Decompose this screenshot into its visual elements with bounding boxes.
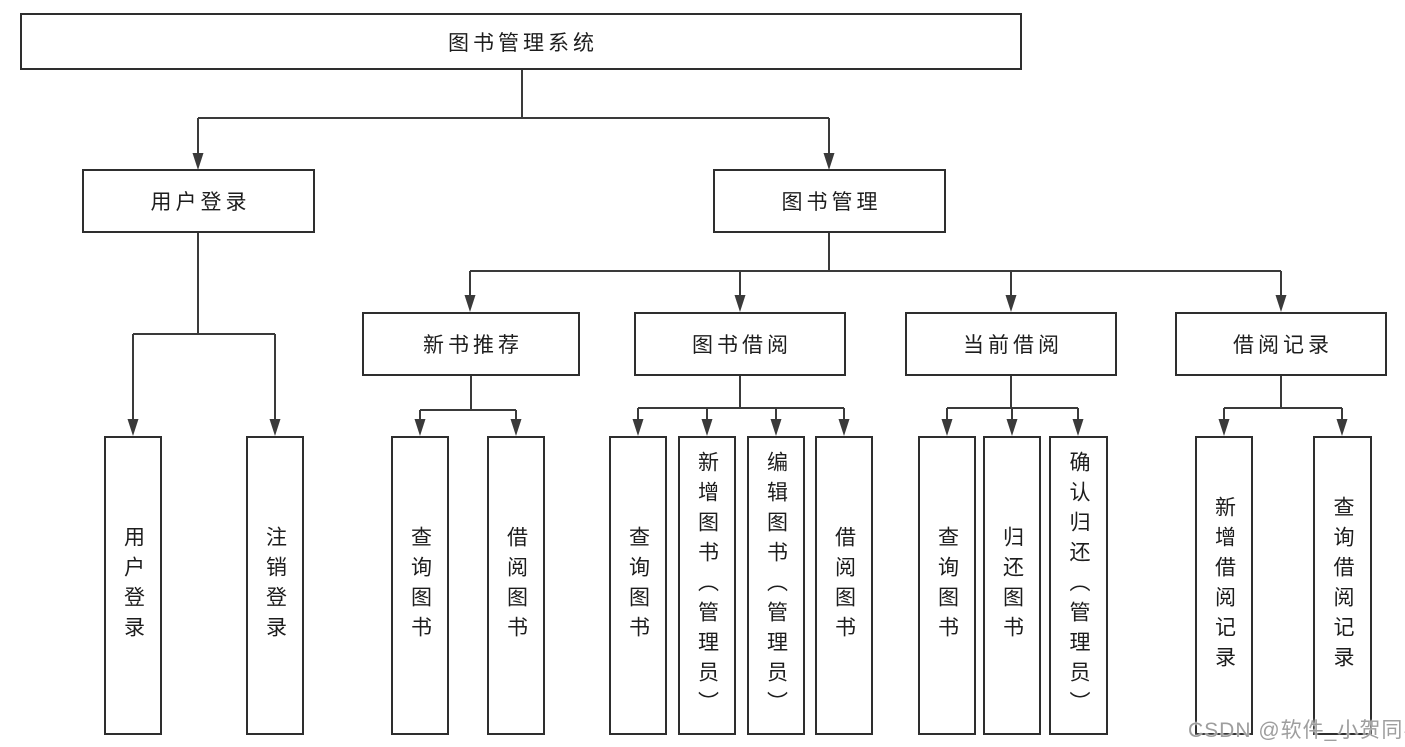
leaf-query-books-borrowing: 查询图书 [609,436,667,735]
node-book-borrowing: 图书借阅 [634,312,846,376]
leaf-query-borrow-record: 查询借阅记录 [1313,436,1372,735]
leaf-confirm-return-admin: 确认归还（管理员） [1049,436,1108,735]
leaf-add-book-admin-label: 新增图书（管理员） [695,450,719,721]
leaf-add-borrow-record-label: 新增借阅记录 [1212,495,1236,676]
leaf-borrow-books: 借阅图书 [815,436,873,735]
leaf-query-books-borrowing-label: 查询图书 [626,525,650,646]
leaf-return-books-label: 归还图书 [1000,525,1024,646]
leaf-logout-label: 注销登录 [263,525,287,646]
leaf-query-books-current: 查询图书 [918,436,976,735]
leaf-edit-book-admin: 编辑图书（管理员） [747,436,805,735]
leaf-borrow-books-recommend: 借阅图书 [487,436,545,735]
leaf-confirm-return-admin-label: 确认归还（管理员） [1067,450,1090,721]
node-library-system: 图书管理系统 [20,13,1022,70]
node-book-management: 图书管理 [713,169,946,233]
leaf-borrow-books-label: 借阅图书 [832,525,856,646]
leaf-logout: 注销登录 [246,436,304,735]
leaf-user-login: 用户登录 [104,436,162,735]
csdn-watermark: CSDN @软件_小贺同学 [1188,719,1405,742]
leaf-user-login-label: 用户登录 [121,525,145,646]
leaf-add-borrow-record: 新增借阅记录 [1195,436,1253,735]
connector-strokes [132,70,1343,420]
leaf-borrow-books-recommend-label: 借阅图书 [504,525,528,646]
node-current-borrowing: 当前借阅 [905,312,1117,376]
node-borrowing-records: 借阅记录 [1175,312,1387,376]
leaf-return-books: 归还图书 [983,436,1041,735]
node-new-book-recommend: 新书推荐 [362,312,580,376]
leaf-query-books-recommend: 查询图书 [391,436,449,735]
leaf-add-book-admin: 新增图书（管理员） [678,436,736,735]
leaf-query-books-current-label: 查询图书 [935,525,959,646]
leaf-query-borrow-record-label: 查询借阅记录 [1331,495,1354,676]
leaf-edit-book-admin-label: 编辑图书（管理员） [764,450,788,721]
leaf-query-books-recommend-label: 查询图书 [408,525,432,646]
arrowheads [127,153,1348,436]
node-user-login: 用户登录 [82,169,315,233]
